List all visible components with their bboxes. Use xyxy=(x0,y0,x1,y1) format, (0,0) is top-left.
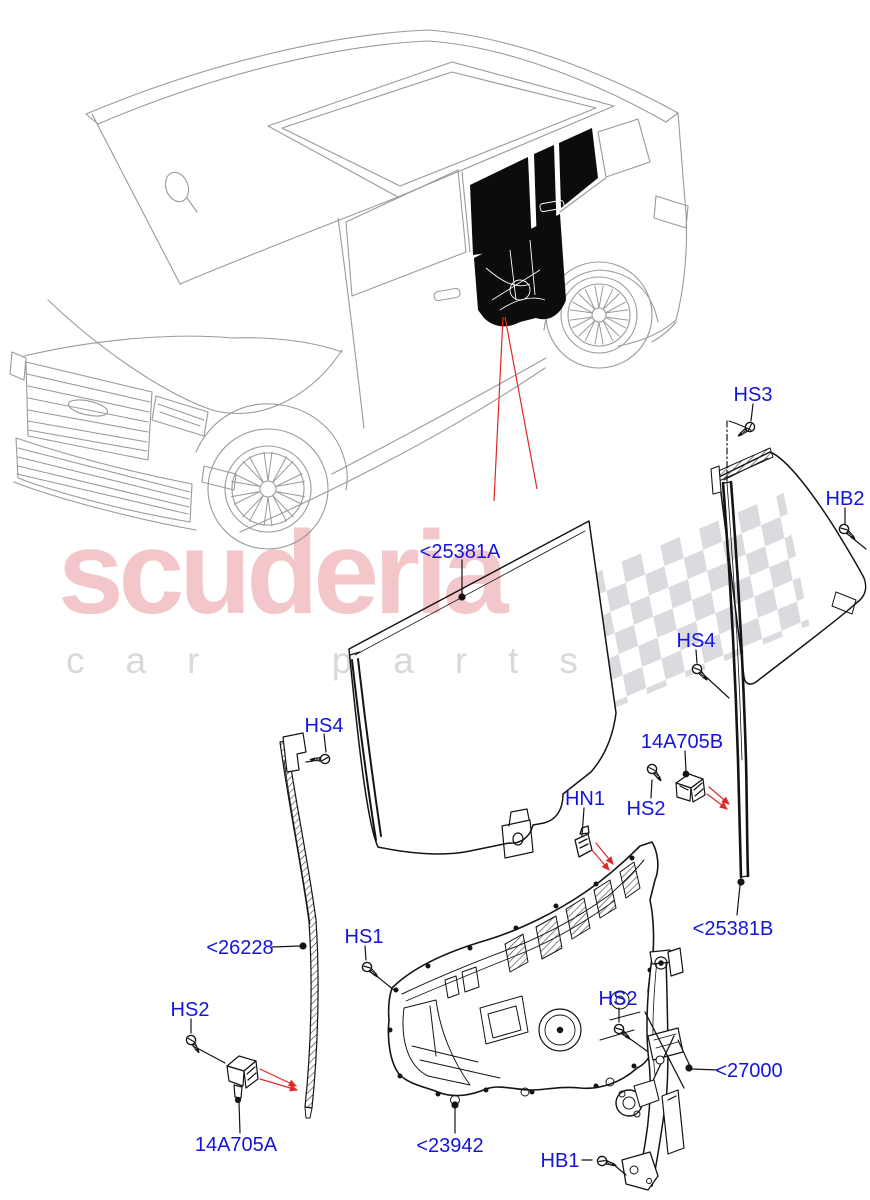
screw-HS4-right xyxy=(689,661,712,684)
screw-HS2-left xyxy=(183,1032,204,1056)
front-grille xyxy=(25,361,153,461)
glass-bracket xyxy=(501,808,534,859)
part-clip-14A705B xyxy=(675,773,706,803)
door-glass-pane-front xyxy=(470,157,532,255)
door-mirror xyxy=(164,171,190,203)
vehicle-illustration xyxy=(9,29,689,550)
highlighted-door-area xyxy=(470,128,598,327)
screw-HB1 xyxy=(595,1154,618,1170)
part-door-glass-25381A xyxy=(348,520,617,859)
red-pointer-lines xyxy=(493,316,538,502)
door-glass-pane-rear xyxy=(559,128,598,208)
part-label-HS3[interactable]: HS3 xyxy=(734,384,773,406)
part-labels: <25381A HS3 HB2 HS4 14A705B HS2 <25381B … xyxy=(171,384,865,1172)
part-label-25381B[interactable]: <25381B xyxy=(693,918,774,940)
door-glass-fill xyxy=(349,521,616,854)
part-label-HS2-quarter[interactable]: HS2 xyxy=(627,798,666,820)
front-wheel-arch xyxy=(195,403,348,491)
front-door-seam xyxy=(337,217,365,429)
part-label-HS4-right[interactable]: HS4 xyxy=(677,630,716,652)
taillight xyxy=(653,195,689,229)
part-label-14A705B[interactable]: 14A705B xyxy=(641,731,723,753)
leader-lines xyxy=(190,403,867,1176)
part-label-23942[interactable]: <23942 xyxy=(416,1135,483,1157)
part-label-HB2[interactable]: HB2 xyxy=(826,488,865,510)
screw-HS4-left xyxy=(309,753,331,766)
part-label-HB1[interactable]: HB1 xyxy=(541,1150,580,1172)
exploded-parts xyxy=(183,403,867,1191)
brand-badge xyxy=(67,399,109,417)
part-label-25381A[interactable]: <25381A xyxy=(420,541,501,563)
part-door-module-23942 xyxy=(387,841,660,1105)
quarter-channel-cap xyxy=(715,447,774,482)
quarter-run-channel xyxy=(721,480,750,879)
screw-HS2-quarter xyxy=(644,761,666,784)
headlight-left xyxy=(9,351,27,381)
rear-quarter-window xyxy=(597,118,651,178)
part-label-27000[interactable]: <27000 xyxy=(715,1060,782,1082)
roof-glass xyxy=(267,61,615,198)
channel-top-cap xyxy=(282,732,307,773)
front-door-window xyxy=(345,169,467,297)
roof-line xyxy=(85,29,679,115)
rear-rim xyxy=(560,276,638,354)
part-label-HS4-left[interactable]: HS4 xyxy=(305,715,344,737)
front-bumper xyxy=(15,437,193,523)
part-clip-14A705A xyxy=(226,1055,259,1104)
front-rim xyxy=(224,445,312,533)
part-regulator-27000 xyxy=(615,947,691,1191)
part-label-HS1[interactable]: HS1 xyxy=(345,926,384,948)
screw-HS3 xyxy=(735,419,758,441)
part-label-26228[interactable]: <26228 xyxy=(206,937,273,959)
headlight-right xyxy=(151,395,209,437)
front-door-handle xyxy=(433,287,461,302)
checkered-flag-watermark xyxy=(583,492,810,711)
red-install-arrows xyxy=(259,786,730,1092)
part-run-channel-26228 xyxy=(279,732,319,1119)
part-clip-HN1 xyxy=(574,825,593,858)
part-label-14A705A[interactable]: 14A705A xyxy=(195,1134,278,1156)
door-inner-mechanism-lines xyxy=(485,200,565,311)
part-label-HS2-left[interactable]: HS2 xyxy=(171,999,210,1021)
speaker-opening xyxy=(538,1008,582,1052)
part-label-HN1[interactable]: HN1 xyxy=(565,788,605,810)
front-tire xyxy=(207,428,329,550)
watermark-tagline: car parts xyxy=(66,640,619,681)
part-label-HS2-regulator[interactable]: HS2 xyxy=(599,988,638,1010)
glass-sticker xyxy=(831,591,857,615)
part-quarter-glass-25381B xyxy=(710,447,867,879)
door-inner-silhouette xyxy=(474,214,566,327)
